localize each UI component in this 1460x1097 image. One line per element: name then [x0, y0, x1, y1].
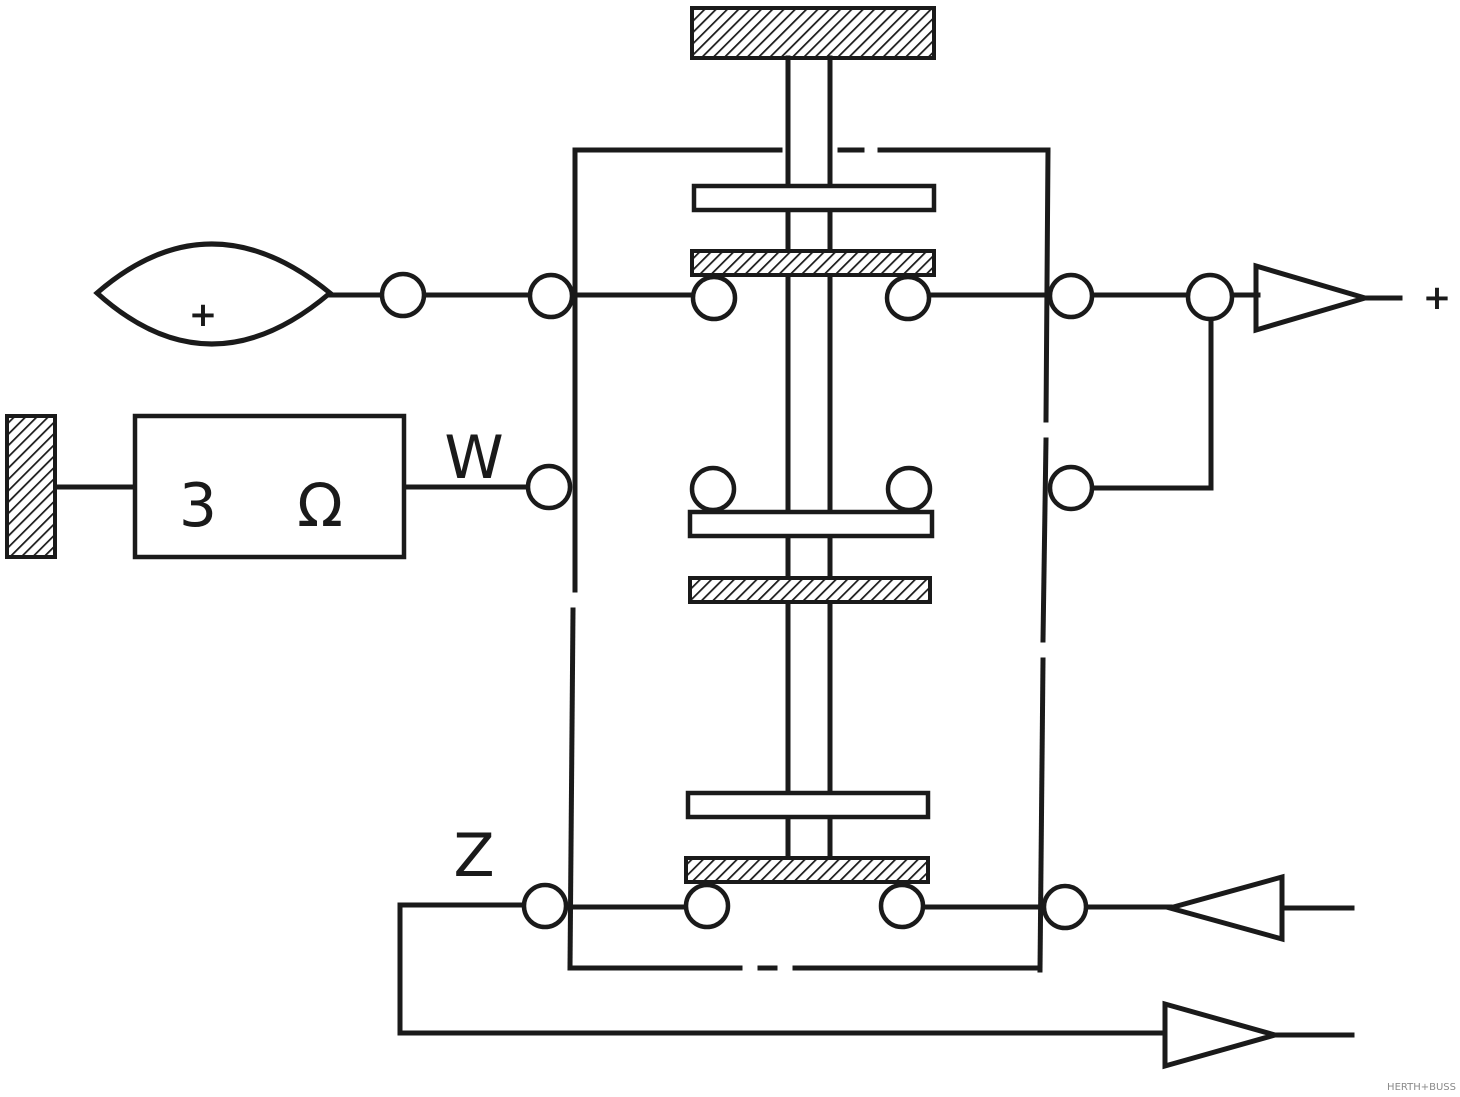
- switch-actuator: [690, 6, 936, 863]
- contact-bottom-left: [683, 882, 731, 930]
- plate-closed-bottom: [684, 856, 930, 884]
- resistor-value-label: 3: [179, 471, 217, 541]
- output-plus-label: +: [1423, 278, 1452, 318]
- terminal-z: [521, 882, 569, 930]
- arrow-out-bottom-icon: [1162, 1000, 1285, 1070]
- contact-plates: [684, 183, 937, 884]
- terminal-output-junction: [1185, 272, 1235, 322]
- plate-open-middle: [687, 509, 935, 539]
- terminal-output-bottom: [1041, 883, 1089, 931]
- contact-bottom-right: [878, 882, 926, 930]
- contact-top-right: [884, 274, 932, 322]
- lamp-plus-label: +: [189, 295, 218, 335]
- terminal-w-label: W: [444, 423, 503, 493]
- terminal-input-top: [527, 272, 575, 320]
- ground-icon: [5, 414, 57, 559]
- terminal-w: [525, 463, 573, 511]
- arrow-out-icon: [1253, 262, 1374, 334]
- resistor-box: [132, 413, 407, 560]
- terminal-output-top: [1047, 272, 1095, 320]
- terminal-output-middle: [1047, 464, 1095, 512]
- plate-closed-top: [690, 249, 936, 277]
- contact-top-left: [690, 274, 738, 322]
- terminal-lamp: [379, 271, 427, 319]
- plate-open-bottom: [685, 790, 931, 820]
- contact-middle-right: [885, 465, 933, 513]
- terminals: [379, 271, 1235, 931]
- contact-middle-left: [689, 465, 737, 513]
- actuator-head: [690, 6, 936, 60]
- ohm-symbol-label: Ω: [297, 471, 343, 541]
- plate-closed-middle: [688, 576, 932, 604]
- watermark: HERTH+BUSS: [1387, 1082, 1456, 1093]
- terminal-z-label: Z: [453, 821, 494, 891]
- resistor-icon: 3 Ω: [132, 413, 407, 560]
- plate-open-top: [691, 183, 937, 213]
- wiring: [53, 292, 1403, 1038]
- lamp-icon: +: [93, 241, 334, 347]
- arrow-in-icon: [1160, 873, 1285, 943]
